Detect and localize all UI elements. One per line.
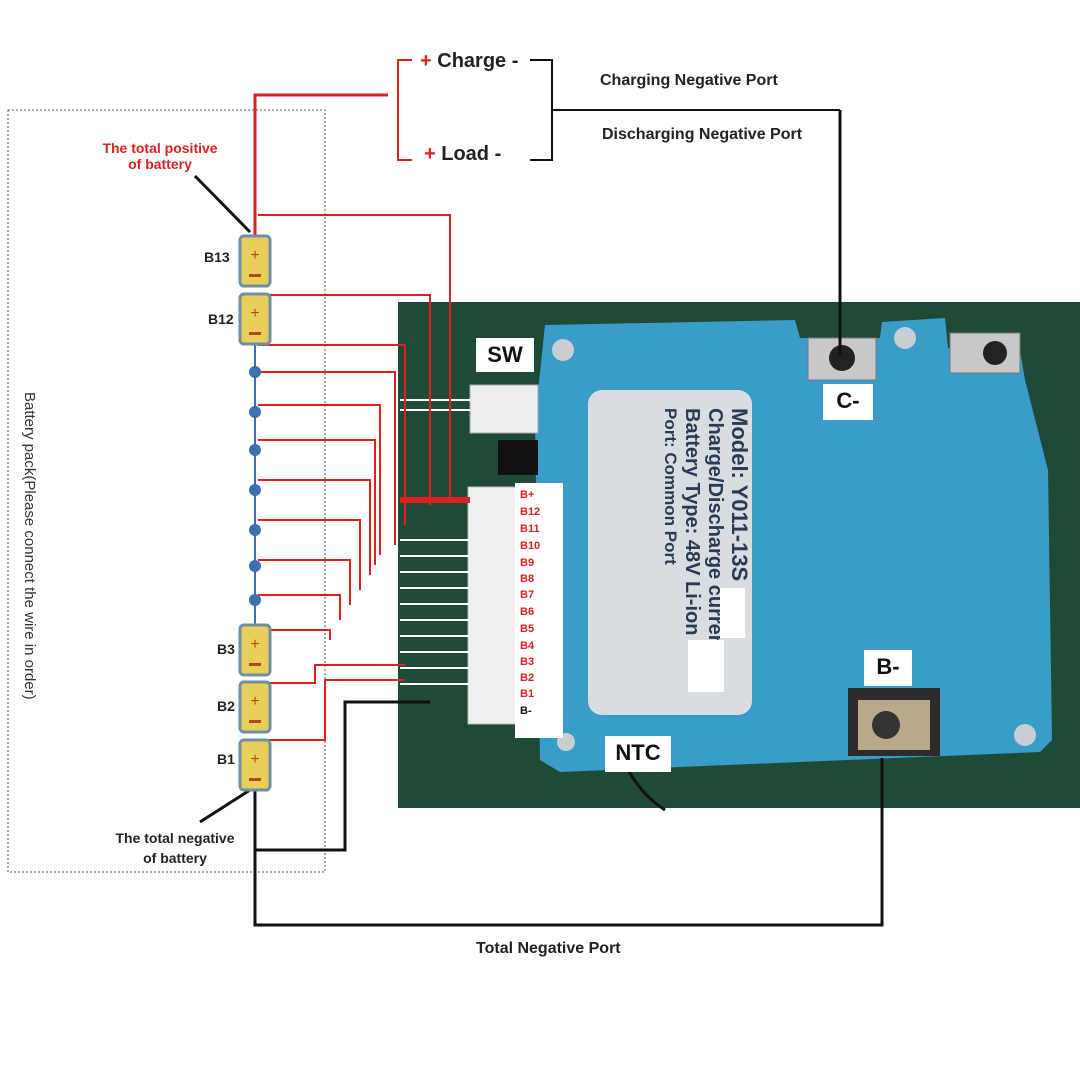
cell-label-b13: B13 xyxy=(204,249,230,265)
c-minus-hole-1 xyxy=(829,345,855,371)
red-wiring xyxy=(193,93,451,741)
c-minus-label: C- xyxy=(823,384,873,420)
pin-b-plus: B+ xyxy=(520,489,535,501)
pin-b5: B5 xyxy=(520,623,535,635)
pin-label-panel xyxy=(515,483,563,738)
cell-b2: + xyxy=(238,680,272,734)
cell-label-b12: B12 xyxy=(208,311,234,327)
svg-text:+: + xyxy=(250,247,259,264)
svg-text:+: + xyxy=(250,693,259,710)
total-negative-label: The total negative of battery xyxy=(115,830,235,866)
black-wiring xyxy=(199,110,884,927)
charging-negative-port-label: Charging Negative Port xyxy=(600,72,778,89)
charge-label: + Charge - xyxy=(420,50,519,72)
c-minus-hole-2 xyxy=(983,341,1007,365)
mount-hole-1 xyxy=(552,339,574,361)
battery-pack-note: Battery pack(Please connect the wire in … xyxy=(21,392,38,700)
redaction-block-2 xyxy=(688,640,724,692)
series-nodes xyxy=(249,366,261,606)
pin-b9: B9 xyxy=(520,557,535,569)
pin-b3: B3 xyxy=(520,656,535,668)
pin-b4: B4 xyxy=(520,640,535,652)
header-dark-block xyxy=(498,440,538,475)
cell-b12: + xyxy=(238,292,272,346)
balance-leads xyxy=(400,399,470,685)
cell-label-b2: B2 xyxy=(217,698,235,714)
cell-b13: + xyxy=(238,234,272,288)
cell-label-b1: B1 xyxy=(217,751,235,767)
svg-text:+: + xyxy=(250,636,259,653)
pin-b2: B2 xyxy=(520,672,535,684)
mount-hole-3 xyxy=(1014,724,1036,746)
plate-port: Port: Common Port xyxy=(661,408,680,565)
pin-b8: B8 xyxy=(520,573,535,585)
svg-text:+: + xyxy=(250,305,259,322)
svg-text:+: + xyxy=(250,751,259,768)
pin-b1: B1 xyxy=(520,688,535,700)
ntc-label: NTC xyxy=(605,736,671,772)
total-negative-port-label: Total Negative Port xyxy=(476,940,621,957)
model-plate xyxy=(588,390,752,715)
ntc-wire xyxy=(626,769,666,812)
cell-b3: + xyxy=(238,623,272,677)
plate-model: Model: Y011-13S xyxy=(727,408,752,582)
mount-hole-2 xyxy=(894,327,916,349)
pin-b12: B12 xyxy=(520,506,541,518)
b-minus-hole xyxy=(872,711,900,739)
sw-label: SW xyxy=(476,338,534,372)
b-minus-label: B- xyxy=(864,650,912,686)
sw-connector xyxy=(469,384,539,434)
discharging-negative-port-label: Discharging Negative Port xyxy=(602,126,803,143)
cell-b1: + xyxy=(238,738,272,792)
charge-load-bracket xyxy=(397,59,840,161)
pin-b10: B10 xyxy=(520,540,541,552)
pin-b7: B7 xyxy=(520,589,535,601)
load-label: + Load - xyxy=(424,143,502,165)
battery-pack-boundary xyxy=(7,109,326,873)
pin-b-minus: B- xyxy=(520,705,532,717)
pin-b6: B6 xyxy=(520,606,535,618)
total-positive-label: The total positive of battery xyxy=(102,140,218,172)
redaction-block-1 xyxy=(720,588,745,638)
pin-b11: B11 xyxy=(520,523,540,535)
cell-label-b3: B3 xyxy=(217,641,235,657)
